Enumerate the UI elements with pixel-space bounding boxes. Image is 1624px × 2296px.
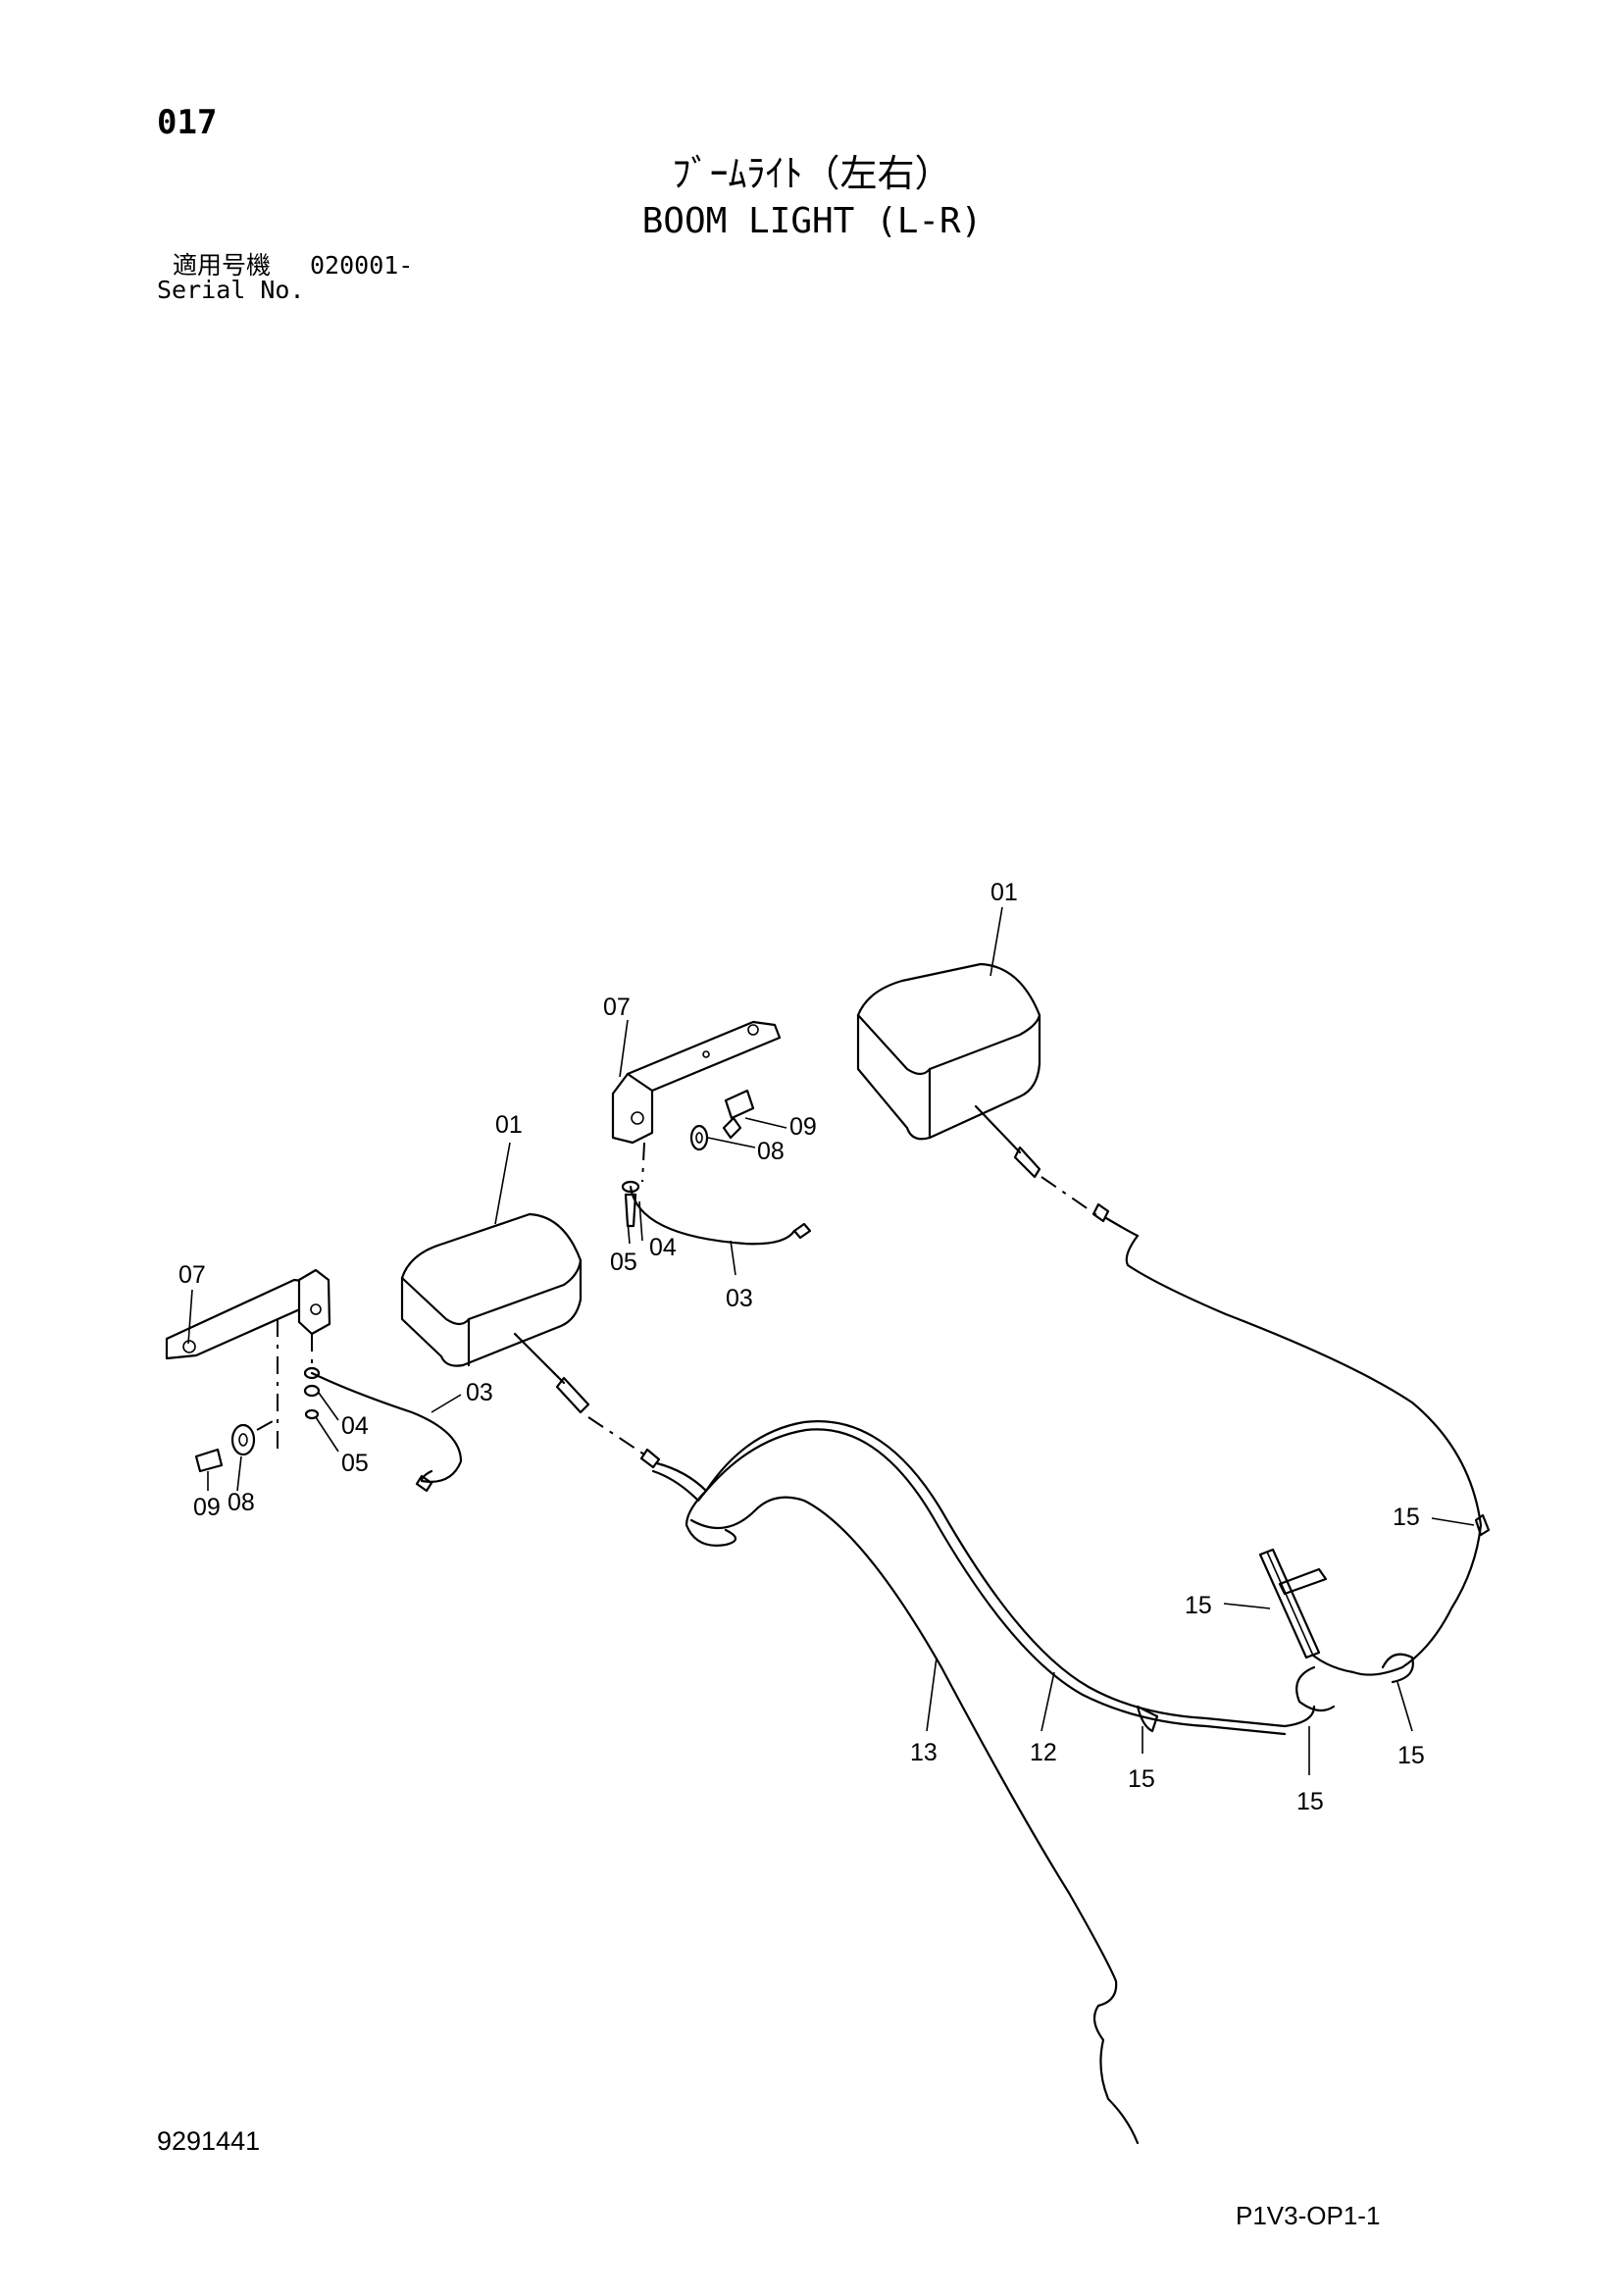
callout-washer-right: 08 <box>757 1138 785 1165</box>
bracket-right <box>611 1020 782 1183</box>
leader-lines <box>187 906 1475 1775</box>
callout-bolt-right: 09 <box>789 1113 817 1141</box>
document-code: 9291441 <box>157 2126 261 2156</box>
callout-washer-left: 08 <box>228 1489 255 1516</box>
title-english: BOOM LIGHT (L-R) <box>641 201 983 241</box>
harness-12 <box>651 1420 1316 1736</box>
callout-harness-13: 13 <box>910 1739 938 1766</box>
serial-value: 020001- <box>310 251 414 280</box>
callout-clamp-b: 15 <box>1185 1592 1212 1619</box>
callout-bolt-left: 09 <box>193 1494 221 1521</box>
hardware-left <box>194 1366 463 1493</box>
serial-label-japanese: 適用号機 <box>173 251 272 280</box>
harness-13 <box>689 1496 1140 2145</box>
clamp-bundle <box>1136 1513 1491 1733</box>
callout-harness-12: 12 <box>1030 1739 1057 1766</box>
harness-right-branch <box>1125 1234 1483 1676</box>
callout-lockwasher-left: 04 <box>341 1412 369 1440</box>
callout-screw-right: 05 <box>610 1249 637 1276</box>
callout-lamp-left: 01 <box>495 1111 523 1139</box>
page-number: 017 <box>157 103 218 142</box>
title-japanese: ﾌﾞｰﾑﾗｲﾄ（左右） <box>672 152 952 195</box>
callout-bracket-left: 07 <box>178 1261 206 1289</box>
bracket-left <box>165 1268 331 1452</box>
callout-clamp-c: 15 <box>1128 1765 1155 1793</box>
callout-clamp-e: 15 <box>1397 1742 1425 1769</box>
callout-clamp-a: 15 <box>1393 1504 1420 1531</box>
drawing-code: P1V3-OP1-1 <box>1236 2201 1381 2230</box>
callout-cord-left: 03 <box>466 1379 493 1406</box>
callout-screw-left: 05 <box>341 1450 369 1477</box>
lamp-right <box>856 962 1140 1238</box>
callout-clamp-d: 15 <box>1296 1788 1324 1815</box>
serial-label-english: Serial No. <box>157 276 305 304</box>
callout-lamp-right: 01 <box>990 879 1018 906</box>
callout-cord-right: 03 <box>726 1285 753 1312</box>
callout-lockwasher-right: 04 <box>649 1234 677 1261</box>
callout-bracket-right: 07 <box>603 994 631 1021</box>
lamp-left <box>400 1212 661 1469</box>
